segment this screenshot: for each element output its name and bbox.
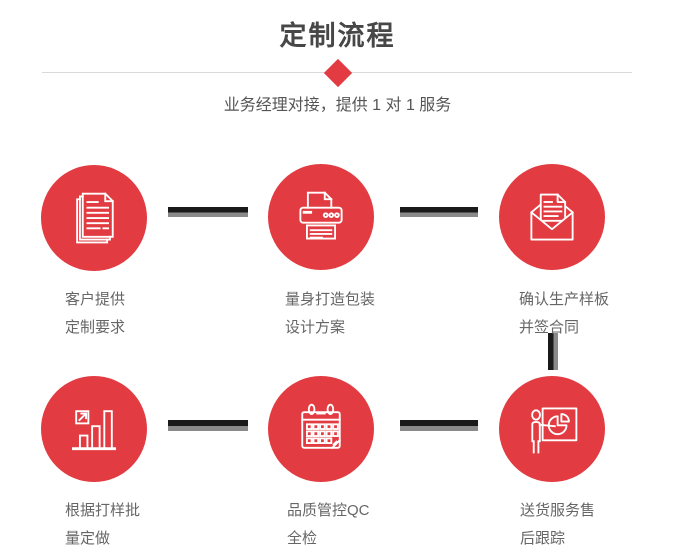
presenter-icon xyxy=(531,407,578,454)
step-label-line: 后跟踪 xyxy=(520,530,566,547)
open-envelope-icon xyxy=(530,193,574,241)
diamond-icon xyxy=(323,58,353,88)
connector-bar xyxy=(168,207,248,217)
connector-bar xyxy=(400,207,478,217)
step-label: 送货服务售 后跟踪 xyxy=(520,497,595,550)
step-label-line: 根据打样批 xyxy=(65,502,141,519)
connector-bar xyxy=(400,420,478,431)
step-label-line: 品质管控QC xyxy=(287,502,370,519)
step-circle-sample-contract xyxy=(499,164,605,270)
step-circle-customer-request xyxy=(41,165,147,271)
step-label: 量身打造包装 设计方案 xyxy=(285,286,375,342)
documents-stack-icon xyxy=(76,192,114,244)
step-label: 品质管控QC 全检 xyxy=(287,497,370,550)
step-label-line: 量身打造包装 xyxy=(285,291,376,308)
step-label-line: 确认生产样板 xyxy=(519,291,610,308)
connector-bar xyxy=(168,420,248,431)
step-label-line: 送货服务售 xyxy=(520,502,596,519)
page-subtitle: 业务经理对接，提供 1 对 1 服务 xyxy=(223,97,452,114)
step-circle-delivery-followup xyxy=(499,376,605,482)
step-label: 根据打样批 量定做 xyxy=(65,497,140,550)
step-label-line: 定制要求 xyxy=(65,319,126,336)
bar-chart-icon xyxy=(71,410,117,451)
step-circle-batch-production xyxy=(41,376,147,482)
step-circle-packaging-design xyxy=(268,164,374,270)
step-label-line: 量定做 xyxy=(65,530,111,547)
printer-icon xyxy=(299,191,343,240)
step-label-line: 并签合同 xyxy=(519,319,580,336)
step-circle-quality-control xyxy=(268,376,374,482)
calendar-icon xyxy=(301,403,342,450)
step-label: 确认生产样板 并签合同 xyxy=(519,286,609,342)
step-label-line: 客户提供 xyxy=(65,291,126,308)
step-label: 客户提供 定制要求 xyxy=(65,286,125,342)
step-label-line: 设计方案 xyxy=(285,319,346,336)
divider-line xyxy=(42,58,632,88)
step-label-line: 全检 xyxy=(287,530,318,547)
connector-bar-vertical xyxy=(548,333,558,370)
page-title: 定制流程 xyxy=(279,21,396,51)
